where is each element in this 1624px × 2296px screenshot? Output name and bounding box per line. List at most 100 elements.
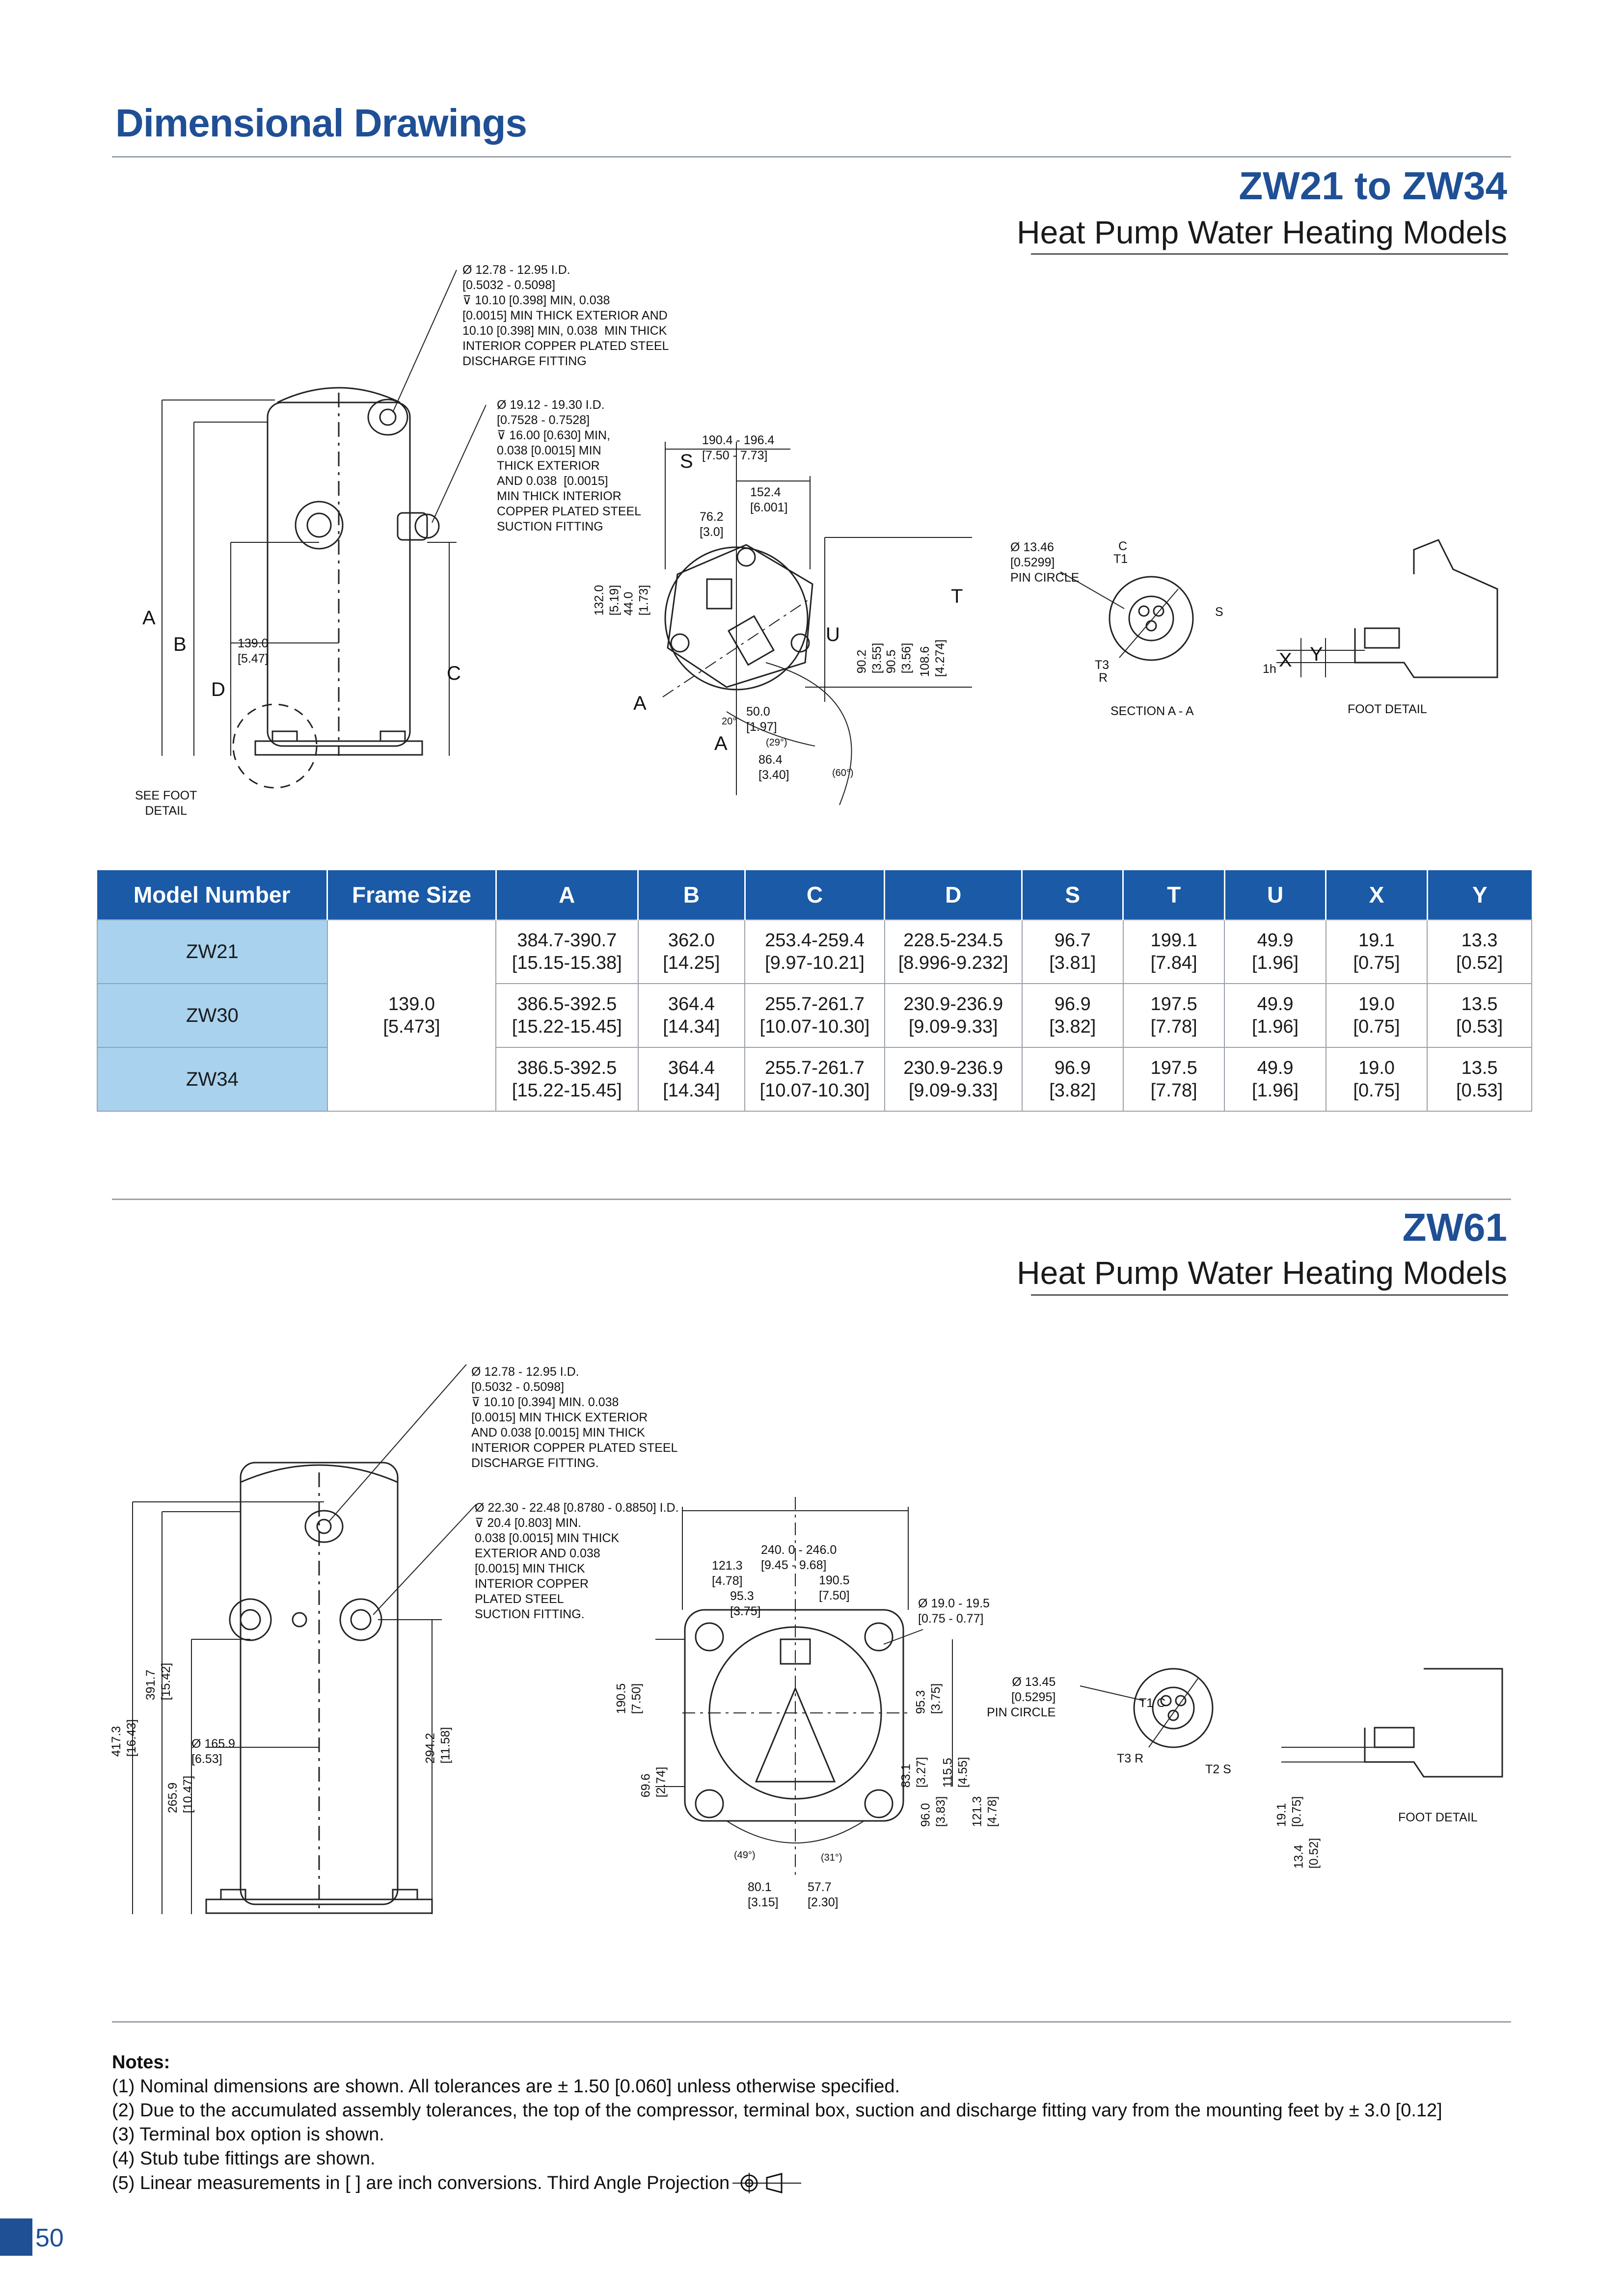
dim-139: 139.0 [5.47] xyxy=(238,637,269,666)
cell-model: ZW21 xyxy=(97,919,328,984)
note-item: (2) Due to the accumulated assembly tole… xyxy=(112,2100,1442,2121)
cell-Y: 13.3 [0.52] xyxy=(1427,919,1532,984)
zw61-front-view xyxy=(132,1364,477,1914)
col-S: S xyxy=(1022,870,1124,920)
dim-76: 76.2 [3.0] xyxy=(700,510,724,539)
cell-frame-size: 139.0 [5.473] xyxy=(326,919,497,1112)
cell-model: ZW34 xyxy=(97,1047,328,1112)
cell-C: 255.7-261.7 [10.07-10.30] xyxy=(744,983,885,1048)
foot-X-label: X xyxy=(1279,649,1292,671)
section1-subheading-rule xyxy=(1031,253,1508,255)
section1-model-heading: ZW21 to ZW34 xyxy=(1239,164,1507,208)
notes-rule xyxy=(112,2021,1511,2023)
notes-heading: Notes: xyxy=(112,2052,170,2073)
col-frame-size: Frame Size xyxy=(327,870,497,920)
cell-D: 230.9-236.9 [9.09-9.33] xyxy=(884,1047,1023,1112)
terminal-T2S: T2 S xyxy=(1205,1762,1231,1776)
dim-44: 44.0 [1.73] xyxy=(622,585,651,616)
col-D: D xyxy=(884,870,1023,920)
section-a-a-label: SECTION A - A xyxy=(1110,704,1194,718)
cell-S: 96.9 [3.82] xyxy=(1021,1047,1124,1112)
col-C: C xyxy=(745,870,886,920)
section-marker-A-upper: A xyxy=(633,693,647,714)
section2-drawing xyxy=(132,1364,1503,1914)
see-foot-detail-label: SEE FOOT DETAIL xyxy=(135,789,197,818)
section2-foot-detail-label: FOOT DETAIL xyxy=(1398,1811,1478,1824)
terminal-T1C: T1 C xyxy=(1139,1696,1166,1710)
section2-discharge-callout: Ø 12.78 - 12.95 I.D. [0.5032 - 0.5098] ⊽… xyxy=(471,1365,678,1470)
dim-152: 152.4 [6.001] xyxy=(750,485,788,514)
dim-label-U: U xyxy=(826,624,840,645)
cell-model: ZW30 xyxy=(97,983,328,1048)
terminal-R: R xyxy=(1099,671,1108,685)
dim-95-top: 95.3 [3.75] xyxy=(730,1589,761,1618)
dim-69: 69.6 [2.74] xyxy=(639,1766,668,1798)
dim-417: 417.3 [16.43] xyxy=(109,1719,139,1757)
section2-subheading: Heat Pump Water Heating Models xyxy=(1017,1255,1507,1291)
dia-165: Ø 165.9 [6.53] xyxy=(191,1737,235,1766)
angle-20: 20° xyxy=(722,716,737,727)
cell-U: 49.9 [1.96] xyxy=(1224,919,1326,984)
section1-pin-circle: Ø 13.46 [0.5299] PIN CIRCLE xyxy=(1010,540,1080,585)
zw21-front-view xyxy=(162,269,487,789)
note-item: (1) Nominal dimensions are shown. All to… xyxy=(112,2076,900,2097)
third-angle-projection-icon xyxy=(732,2173,802,2193)
dim-240: 240. 0 - 246.0 [9.45 - 9.68] xyxy=(761,1543,837,1572)
dim-132: 132.0 [5.19] xyxy=(592,585,622,616)
angle-60: (60°) xyxy=(832,768,854,778)
dia-19: Ø 19.0 - 19.5 [0.75 - 0.77] xyxy=(918,1597,990,1626)
cell-X: 19.0 [0.75] xyxy=(1325,983,1428,1048)
cell-B: 364.4 [14.34] xyxy=(637,983,746,1048)
section-marker-A-lower: A xyxy=(714,733,728,754)
dim-121-side: 121.3 [4.78] xyxy=(970,1796,1000,1827)
dim-90-2: 90.2 [3.55] xyxy=(855,642,884,674)
page-number-text: 50 xyxy=(35,2224,64,2252)
cell-U: 49.9 [1.96] xyxy=(1224,1047,1326,1112)
table-row: ZW30 386.5-392.5 [15.22-15.45] 364.4 [14… xyxy=(97,983,1532,1048)
dim-label-S: S xyxy=(680,451,693,472)
section1-suction-callout: Ø 19.12 - 19.30 I.D. [0.7528 - 0.7528] ⊽… xyxy=(497,398,642,534)
dim-265: 265.9 [10.47] xyxy=(166,1775,195,1814)
zw61-terminal-detail xyxy=(1080,1668,1214,1748)
cell-T: 197.5 [7.78] xyxy=(1122,983,1225,1048)
section2-suction-callout: Ø 22.30 - 22.48 [0.8780 - 0.8850] I.D. ⊽… xyxy=(475,1501,679,1621)
cell-D: 228.5-234.5 [8.996-9.232] xyxy=(884,919,1023,984)
dim-label-D: D xyxy=(211,679,225,700)
section1-subheading: Heat Pump Water Heating Models xyxy=(1017,214,1507,250)
dim-86: 86.4 [3.40] xyxy=(758,753,789,782)
angle-49: (49°) xyxy=(734,1850,756,1861)
title-rule xyxy=(112,156,1511,158)
col-Y: Y xyxy=(1427,870,1532,920)
cell-S: 96.7 [3.81] xyxy=(1021,919,1124,984)
cell-C: 255.7-261.7 [10.07-10.30] xyxy=(744,1047,885,1112)
section1-foot-detail-label: FOOT DETAIL xyxy=(1348,702,1427,716)
zw61-foot-detail xyxy=(1281,1668,1503,1778)
dim-115: 115.5 [4.55] xyxy=(941,1757,970,1788)
dim-label-B: B xyxy=(173,634,187,655)
terminal-T1: T1 xyxy=(1113,552,1128,566)
col-X: X xyxy=(1326,870,1428,920)
cell-Y: 13.5 [0.53] xyxy=(1427,983,1532,1048)
col-T: T xyxy=(1123,870,1225,920)
cell-B: 364.4 [14.34] xyxy=(637,1047,746,1112)
note-item: (5) Linear measurements in [ ] are inch … xyxy=(112,2172,730,2193)
zw21-top-view xyxy=(662,442,972,805)
cell-B: 362.0 [14.25] xyxy=(637,919,746,984)
zw21-foot-detail xyxy=(1276,539,1498,678)
cell-U: 49.9 [1.96] xyxy=(1224,983,1326,1048)
dim-50: 50.0 [1.97] xyxy=(746,705,777,734)
dim-13-4: 13.4 [0.52] xyxy=(1292,1838,1321,1869)
terminal-S: S xyxy=(1215,605,1223,619)
angle-31: (31°) xyxy=(821,1852,842,1863)
section1-drawing xyxy=(162,269,1498,805)
notes-block: Notes: (1) Nominal dimensions are shown.… xyxy=(112,2051,1442,2195)
note-item: (4) Stub tube fittings are shown. xyxy=(112,2148,376,2169)
dim-90-5: 90.5 [3.56] xyxy=(884,642,914,674)
cell-T: 199.1 [7.84] xyxy=(1122,919,1225,984)
dim-121-top: 121.3 [4.78] xyxy=(712,1559,743,1588)
section1-discharge-callout: Ø 12.78 - 12.95 I.D. [0.5032 - 0.5098] ⊽… xyxy=(462,263,669,368)
cell-C: 253.4-259.4 [9.97-10.21] xyxy=(744,919,885,984)
dim-57: 57.7 [2.30] xyxy=(808,1880,839,1909)
col-A: A xyxy=(496,870,639,920)
cell-S: 96.9 [3.82] xyxy=(1021,983,1124,1048)
